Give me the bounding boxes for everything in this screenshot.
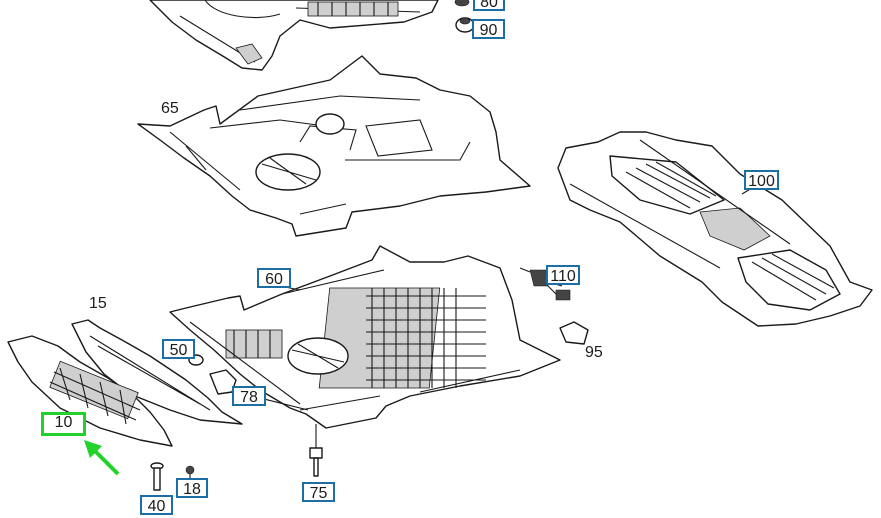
part-label-60[interactable]: 60 [257,268,291,288]
part-label-100[interactable]: 100 [744,170,779,190]
underbody-panel-60 [169,245,561,429]
part-label-40[interactable]: 40 [140,495,173,515]
underbody-panel-65 [137,55,531,237]
clip-95 [559,321,589,345]
cap-parts-80-90 [454,0,475,33]
part-label-110[interactable]: 110 [546,265,580,285]
selection-arrow [84,440,120,476]
bolt-40 [150,462,164,491]
deflector-10 [7,335,173,447]
underbody-panel-100 [557,131,873,327]
part-label-95[interactable]: 95 [585,344,603,361]
part-label-80[interactable]: 80 [473,0,505,11]
part-label-10-selected[interactable]: 10 [41,412,86,436]
part-label-90[interactable]: 90 [472,19,505,39]
clip-110 [519,267,571,301]
top-panel-part [149,0,439,71]
part-label-50[interactable]: 50 [162,339,195,359]
nut-18 [185,465,195,480]
part-label-65[interactable]: 65 [161,100,179,117]
part-label-75[interactable]: 75 [302,482,335,502]
bolt-75 [309,424,323,477]
part-label-15[interactable]: 15 [89,295,107,312]
part-label-78[interactable]: 78 [232,386,266,406]
part-label-18[interactable]: 18 [176,478,208,498]
